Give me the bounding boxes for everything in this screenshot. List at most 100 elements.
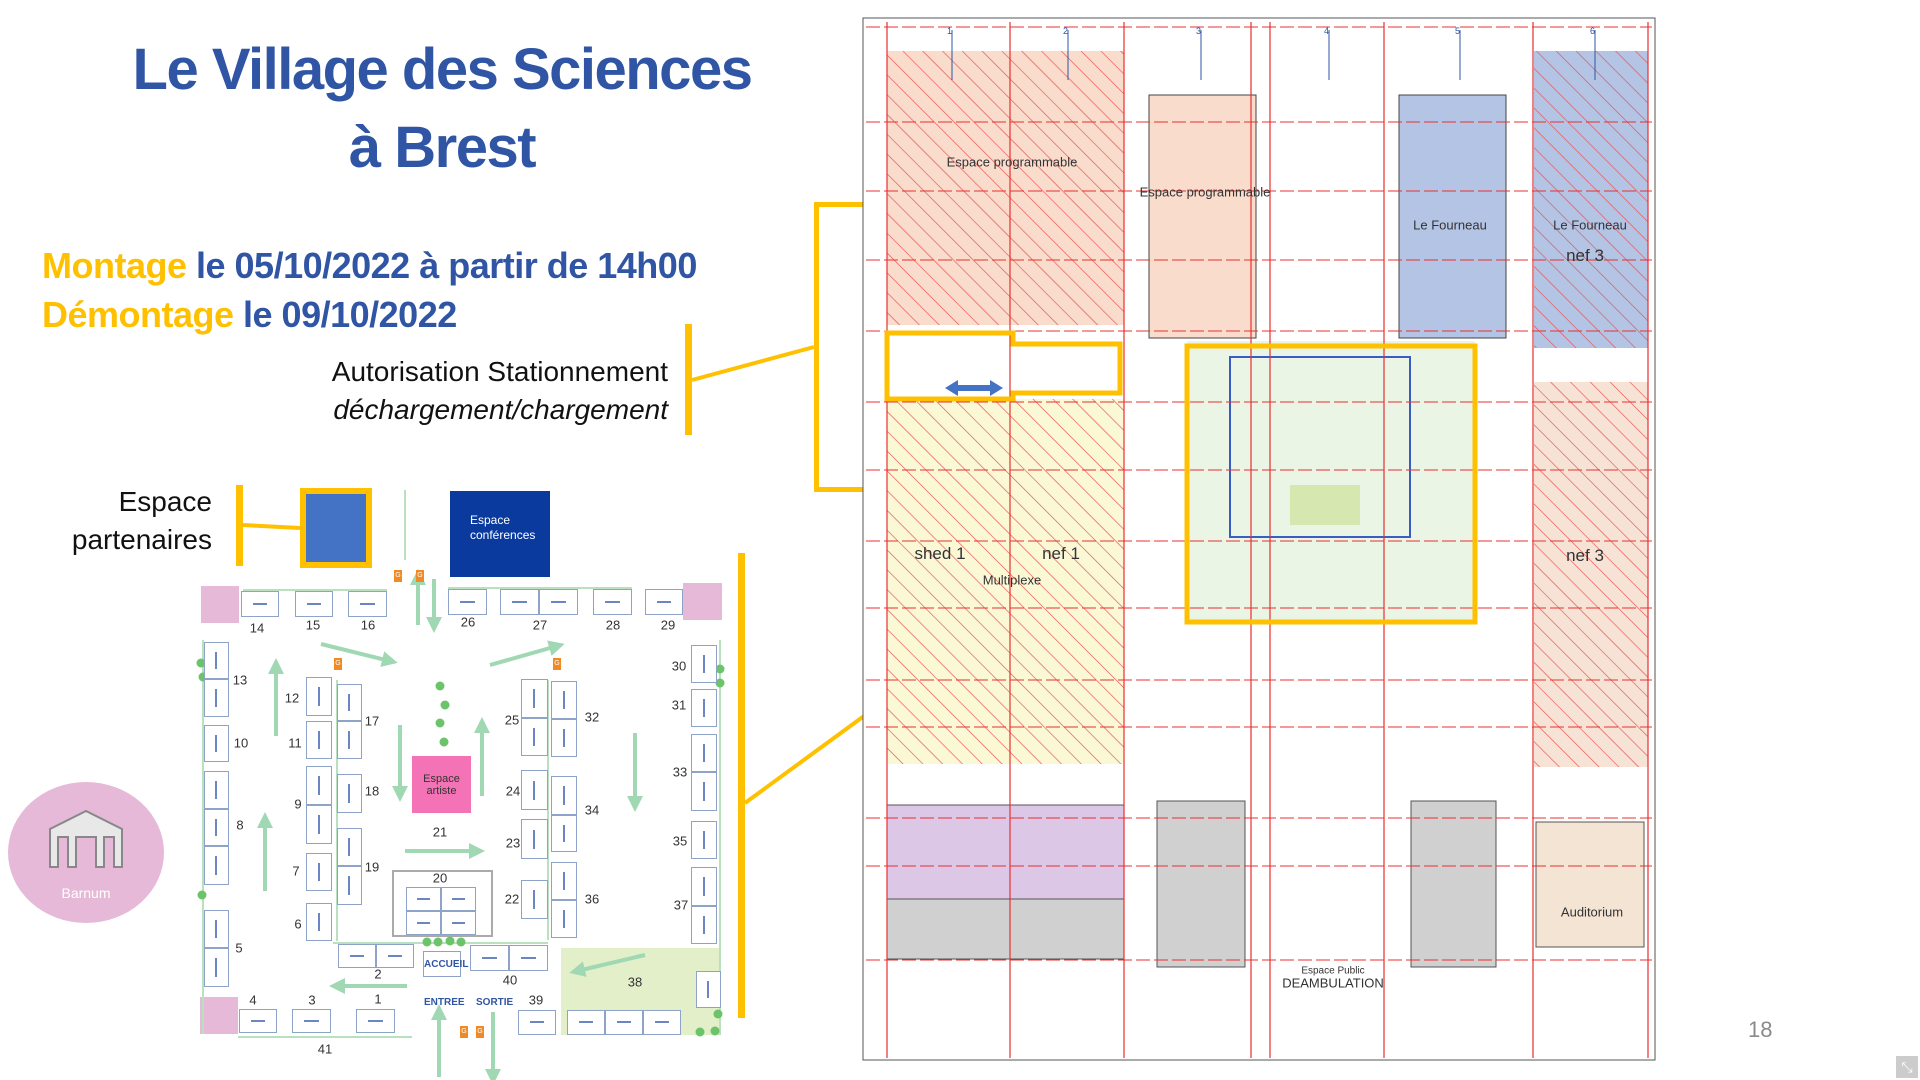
stand xyxy=(295,591,333,617)
stand xyxy=(337,684,362,721)
zone-label: nef 1 xyxy=(1042,544,1080,563)
stand-number: 26 xyxy=(460,614,476,630)
stand xyxy=(539,589,578,615)
stand xyxy=(448,589,487,615)
stand xyxy=(204,846,229,885)
stand xyxy=(306,903,332,941)
conference-area: Espace conférences xyxy=(450,491,550,577)
stand xyxy=(567,1010,605,1035)
stand-number: 18 xyxy=(364,783,380,799)
plant-marker xyxy=(422,937,432,947)
partners-callout-line xyxy=(242,523,301,530)
stand-number: 3 xyxy=(308,992,316,1008)
stand-20-area xyxy=(392,870,493,937)
stand xyxy=(204,771,229,809)
stand xyxy=(645,589,683,615)
stand-number: 9 xyxy=(294,796,302,812)
zone-label: DEAMBULATION xyxy=(1282,975,1384,991)
plant-marker xyxy=(445,936,455,946)
parking-title: Autorisation Stationnement xyxy=(331,356,668,387)
walkway-arrow xyxy=(320,642,398,667)
stand xyxy=(643,1010,681,1035)
stand xyxy=(691,772,717,811)
stand xyxy=(441,911,476,935)
zone-auditorium xyxy=(1535,821,1645,948)
stand xyxy=(551,862,577,900)
stand-number: 10 xyxy=(233,735,249,751)
stand xyxy=(204,910,229,948)
exit-fullscreen-icon[interactable]: ⤡ xyxy=(1896,1056,1918,1078)
stand xyxy=(518,1010,556,1035)
stand xyxy=(521,819,548,859)
grid-axis-label: 2 xyxy=(1063,26,1068,36)
zone-grey-2 xyxy=(1156,800,1246,968)
plant-marker xyxy=(713,1009,723,1019)
stand-number: 5 xyxy=(235,940,243,956)
zone-label: nef 3 xyxy=(1566,546,1604,565)
exit-label: SORTIE xyxy=(476,997,514,1008)
montage-text: le 05/10/2022 à partir de 14h00 xyxy=(186,245,697,286)
zone-label: Espace programmable xyxy=(946,154,1078,170)
stand xyxy=(691,689,717,727)
slide-title-line2: à Brest xyxy=(348,115,537,180)
artist-area: Espace artiste xyxy=(412,756,471,813)
stand xyxy=(337,828,362,866)
double-arrow-icon xyxy=(945,380,1003,396)
page-number: 18 xyxy=(1748,1017,1773,1042)
plant-marker xyxy=(196,658,206,668)
grid-axis-label: 5 xyxy=(1455,26,1460,36)
stand xyxy=(691,734,717,772)
stand xyxy=(521,679,548,718)
zone-programmable-2 xyxy=(1148,94,1257,339)
slide-title-line1: Le Village des Sciences xyxy=(132,37,753,102)
corner-area xyxy=(200,997,238,1034)
stand-number: 24 xyxy=(505,783,521,799)
stand-number: 7 xyxy=(292,863,300,879)
stand xyxy=(551,719,577,757)
stand xyxy=(306,721,332,759)
village-zone-outline xyxy=(1184,343,1478,625)
stand-number: 30 xyxy=(671,658,687,674)
gate-tag: G xyxy=(334,658,342,670)
gate-tag: G xyxy=(476,1026,484,1038)
stand-number: 31 xyxy=(671,697,687,713)
stand-number: 36 xyxy=(584,891,600,907)
stand-number: 34 xyxy=(584,802,600,818)
stand xyxy=(521,770,548,810)
montage-date: Montage le 05/10/2022 à partir de 14h00 xyxy=(42,245,697,287)
stand-number: 29 xyxy=(660,617,676,633)
parking-subtitle: déchargement/chargement xyxy=(333,394,668,425)
stand xyxy=(551,815,577,852)
stand xyxy=(204,725,229,762)
stand xyxy=(337,866,362,905)
stand xyxy=(239,1009,277,1033)
barnum-area: Barnum xyxy=(8,782,164,923)
stand xyxy=(337,721,362,759)
stand-number: 14 xyxy=(249,620,265,636)
stand xyxy=(691,867,717,906)
stand-number: 16 xyxy=(360,617,376,633)
stand xyxy=(241,591,279,617)
demontage-label: Démontage xyxy=(42,294,234,335)
stand-number: 25 xyxy=(504,712,520,728)
stand xyxy=(551,776,577,815)
gate-tag: G xyxy=(416,570,424,582)
stand xyxy=(204,948,229,987)
grid-axis-label: 3 xyxy=(1196,26,1201,36)
stand xyxy=(551,900,577,938)
stand-number: 17 xyxy=(364,713,380,729)
stand xyxy=(509,945,548,971)
stand-number: 39 xyxy=(528,992,544,1008)
stand xyxy=(406,911,441,935)
entrance-label: ENTREE xyxy=(424,997,465,1008)
demontage-text: le 09/10/2022 xyxy=(233,294,457,335)
grid-axis-label: 4 xyxy=(1324,26,1329,36)
stand xyxy=(593,589,632,615)
stand-number: 20 xyxy=(432,870,448,886)
walkway-arrow xyxy=(569,953,646,977)
stand-number: 28 xyxy=(605,617,621,633)
stand-number: 22 xyxy=(504,891,520,907)
gate-tag: G xyxy=(553,658,561,670)
plant-marker xyxy=(435,681,445,691)
